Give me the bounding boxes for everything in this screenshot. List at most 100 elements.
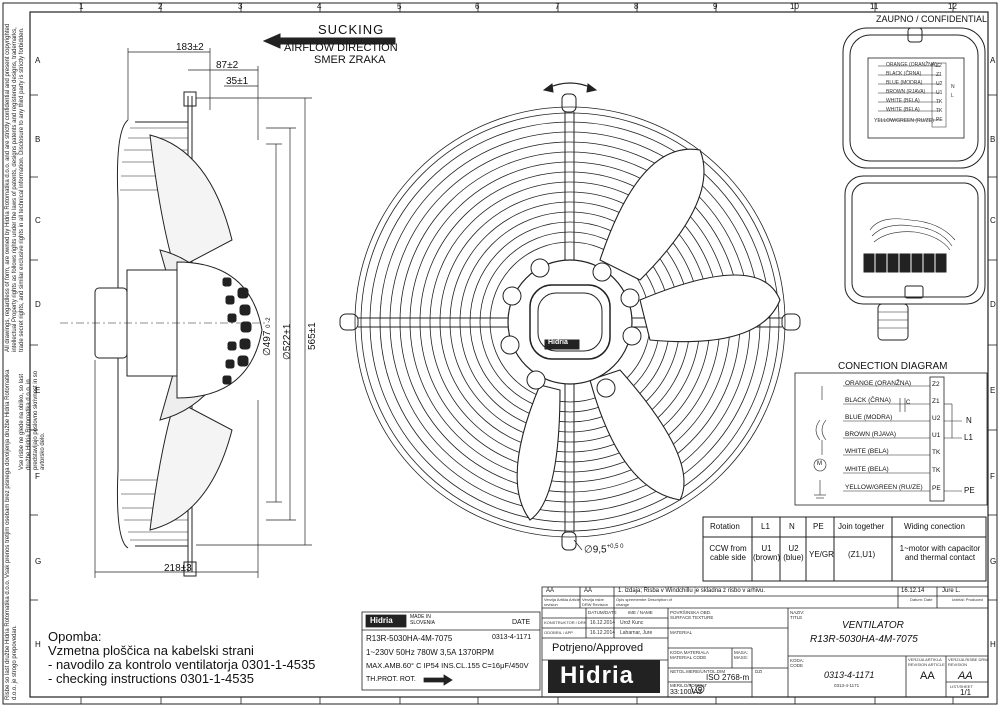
output-l1: L1: [964, 433, 973, 442]
approved-label: Potrjeno/Approved: [552, 642, 644, 654]
term-label: TK: [932, 467, 941, 474]
col-label: 8: [634, 2, 639, 11]
date-constructed: 16.12.2014: [590, 620, 616, 626]
rot-header: PE: [813, 522, 824, 531]
rot-cell: CCW from cable side: [709, 544, 747, 562]
row-label: G: [35, 557, 42, 566]
row-approved: ODOBRIL / APP: [544, 630, 573, 635]
col-label: 12: [948, 2, 957, 11]
rot-header: L1: [761, 522, 770, 531]
lid-pin: Z1: [936, 72, 942, 78]
dim-565: 565±1: [307, 322, 318, 350]
hdr-desc: Opis spremembe Description of change: [616, 597, 673, 607]
capacitor-label: C: [906, 400, 911, 406]
lid-pin: U2: [936, 81, 943, 87]
rot-header: Join together: [838, 522, 885, 531]
dim-218: 218±3: [164, 563, 192, 574]
term-label: U2: [932, 415, 941, 422]
col-label: 11: [870, 2, 879, 11]
row-label: F: [990, 472, 995, 481]
rev-date: 16.12.14: [901, 588, 925, 594]
col-name: IME / NAME: [628, 610, 653, 615]
hdr-drw: Verzija risbe DRW Revision: [582, 597, 608, 607]
notes-block: Opomba: Vzmetna ploščica na kabelski str…: [48, 630, 315, 686]
dim-35: 35±1: [226, 76, 249, 87]
material-code-label: KODA MATERIALA MATERIAL CODE: [670, 650, 709, 660]
scale-value: 33:100/A3: [670, 689, 702, 696]
wire-label: BLUE (MODRA): [845, 414, 893, 421]
legal-text-sl: Risbe so last družbe Hidria Rotomatika d…: [5, 369, 18, 701]
term-label: PE: [932, 485, 941, 492]
term-label: Z1: [932, 398, 940, 405]
dzi-label: DZI: [755, 669, 763, 674]
rot-cell: U2 (blue): [783, 544, 804, 562]
col-label: 10: [790, 2, 799, 11]
hub-logo: Hidria: [548, 339, 568, 346]
airflow-direction: AIRFLOW DIRECTION: [284, 42, 398, 54]
rot-header: N: [789, 522, 795, 531]
col-date: DATUM/DATE: [588, 610, 617, 615]
confidential-label: ZAUPNO / CONFIDENTIAL: [876, 14, 988, 24]
tol-value: ISO 2768-m: [706, 673, 750, 682]
term-label: Z2: [932, 381, 940, 388]
output-n: N: [966, 416, 972, 425]
motor-label: M: [817, 461, 822, 467]
drw-rev-label: VERZIJA RISBE DRW REVISION: [948, 657, 988, 667]
lid-wire-label: WHITE (BELA): [886, 98, 920, 104]
rot-header: Widing conection: [904, 522, 965, 531]
name-constructed: Urož Kunc: [620, 620, 644, 626]
legal-text-en: All drawings, regardless of form, are ow…: [5, 23, 25, 352]
wire-label: YELLOW/GREEN (RU/ZE): [845, 484, 923, 491]
notes-line: - navodilo za kontrolo ventilatorja 0301…: [48, 657, 316, 672]
lid-wire-label: WHITE (BELA): [886, 107, 920, 113]
plate-spec: 1~230V 50Hz 780W 3,5A 1370RPM: [366, 648, 494, 657]
wire-label: WHITE (BELA): [845, 466, 889, 473]
tol-label: NETOL.MERE/UNTOL.DIM: [670, 669, 726, 674]
dim-497-value: ∅497: [262, 330, 273, 356]
drawing-title: VENTILATOR: [842, 620, 904, 631]
sheet-label: LIST/SHEET: [950, 684, 973, 689]
lid-wire-label: BROWN (RJAVA): [886, 89, 926, 95]
output-pe: PE: [964, 486, 975, 495]
plate-spec: TH.PROT. ROT.: [366, 676, 416, 683]
notes-title: Opomba:: [48, 629, 102, 644]
lid-pin: PE: [936, 117, 943, 123]
dim-hole-tol: +0,5 0: [606, 544, 624, 550]
term-label: U1: [932, 432, 941, 439]
fan-front-view: [339, 82, 801, 551]
plate-code: 0313-4-1171: [492, 634, 532, 641]
name-approved: Laharnar, Jure: [620, 630, 653, 636]
airflow-smer: SMER ZRAKA: [314, 54, 386, 66]
title-label: NAZIV: TITLE: [790, 610, 805, 620]
connection-title: CONECTION DIAGRAM: [838, 361, 948, 372]
rev-description: 1. izdaja; Risba v Windchillu je skladna…: [618, 588, 766, 594]
dim-497-tol: 0 -2: [266, 317, 272, 328]
fan-side-view: [60, 33, 396, 578]
wire-label: BROWN (RJAVA): [845, 431, 897, 438]
lid-wire-label: BLACK (ČRNA): [886, 71, 922, 77]
row-label: D: [35, 300, 41, 309]
lid-pin: TK: [936, 99, 943, 105]
lid-wire-label: YELLOW/GREEN (RU/ZE): [874, 118, 934, 124]
rev-by: Jure L.: [942, 588, 961, 594]
hdr-date: Datum: Date: [910, 597, 933, 602]
lid-pin: Z2: [936, 63, 942, 69]
notes-line: - checking instructions 0301-1-4535: [48, 671, 254, 686]
col-label: 2: [158, 2, 163, 11]
plate-date: DATE: [512, 619, 531, 626]
row-label: C: [35, 216, 41, 225]
plate-spec: MAX.AMB.60° C IP54 INS.CL.155 C=16μF/450…: [366, 661, 529, 670]
row-label: D: [990, 300, 996, 309]
rev-article: AA: [546, 588, 555, 594]
connection-diagram: [794, 372, 988, 506]
col-label: 4: [317, 2, 322, 11]
dim-183: 183±2: [176, 42, 204, 53]
dim-497: ∅497 0 -2: [262, 317, 273, 356]
row-label: A: [990, 56, 996, 65]
dim-hole-value: ∅9,5: [584, 544, 607, 556]
col-label: 5: [397, 2, 402, 11]
code-label: KODA: CODE: [790, 658, 805, 668]
row-label: F: [35, 472, 40, 481]
